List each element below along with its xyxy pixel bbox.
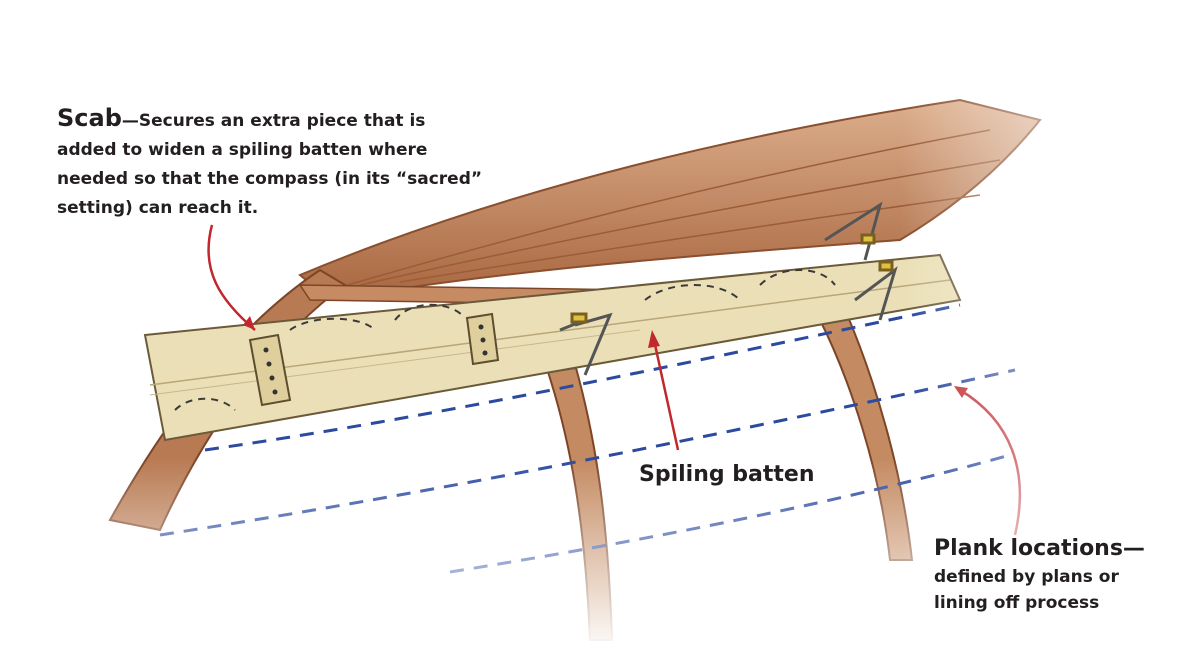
scab-callout: Scab—Secures an extra piece that is adde… — [57, 104, 487, 223]
plank-locations-callout: Plank locations— defined by plans or lin… — [934, 534, 1194, 616]
spiling-batten-term: Spiling batten — [639, 462, 815, 487]
scab-term: Scab — [57, 104, 122, 132]
plank-locations-term: Plank locations— — [934, 536, 1145, 561]
spiling-batten-callout: Spiling batten — [639, 462, 815, 487]
scab-description: —Secures an extra piece that is added to… — [57, 111, 483, 218]
plank-locations-description: defined by plans or lining off process — [934, 567, 1119, 613]
